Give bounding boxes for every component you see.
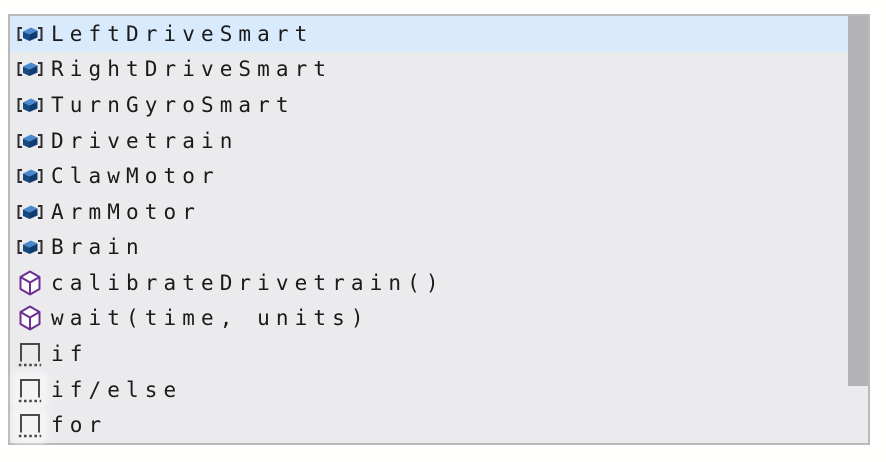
suggestion-label: calibrateDrivetrain() xyxy=(51,270,445,295)
suggestion-label: if xyxy=(51,341,89,366)
vex-brick-icon xyxy=(15,197,45,227)
snippet-icon xyxy=(15,339,45,369)
vex-brick-icon xyxy=(15,232,45,262)
vex-brick-icon xyxy=(15,161,45,191)
suggestion-label: ArmMotor xyxy=(51,199,201,224)
suggestion-item[interactable]: TurnGyroSmart xyxy=(10,87,868,123)
suggestion-item[interactable]: Brain xyxy=(10,229,868,265)
scrollbar-thumb[interactable] xyxy=(848,16,868,386)
suggestion-item[interactable]: ClawMotor xyxy=(10,158,868,194)
autocomplete-panel: LeftDriveSmart RightDriveSmart xyxy=(8,14,870,445)
suggestion-label: if/else xyxy=(51,377,183,402)
suggestion-item[interactable]: Drivetrain xyxy=(10,123,868,159)
suggestion-label: ClawMotor xyxy=(51,164,220,189)
suggestion-item[interactable]: if xyxy=(10,336,868,372)
suggestion-item[interactable]: ArmMotor xyxy=(10,194,868,230)
vex-brick-icon xyxy=(15,90,45,120)
cube-icon xyxy=(15,303,45,333)
vex-brick-icon xyxy=(15,126,45,156)
suggestion-label: wait(time, units) xyxy=(51,306,370,331)
suggestion-item[interactable]: RightDriveSmart xyxy=(10,52,868,88)
suggestion-item[interactable]: LeftDriveSmart xyxy=(10,16,868,52)
suggestion-item[interactable]: wait(time, units) xyxy=(10,301,868,337)
suggestion-list: LeftDriveSmart RightDriveSmart xyxy=(10,16,868,443)
suggestion-item[interactable]: calibrateDrivetrain() xyxy=(10,265,868,301)
cube-icon xyxy=(15,268,45,298)
snippet-icon xyxy=(15,410,45,441)
suggestion-label: for xyxy=(51,413,108,438)
suggestion-label: RightDriveSmart xyxy=(51,57,333,82)
suggestion-item[interactable]: if/else xyxy=(10,372,868,408)
snippet-icon xyxy=(15,374,45,405)
vex-brick-icon xyxy=(15,54,45,84)
suggestion-label: Drivetrain xyxy=(51,128,239,153)
suggestion-label: TurnGyroSmart xyxy=(51,92,295,117)
suggestion-label: LeftDriveSmart xyxy=(51,21,314,46)
suggestion-label: Brain xyxy=(51,235,145,260)
suggestion-item[interactable]: for xyxy=(10,407,868,443)
vex-brick-icon xyxy=(15,19,45,49)
